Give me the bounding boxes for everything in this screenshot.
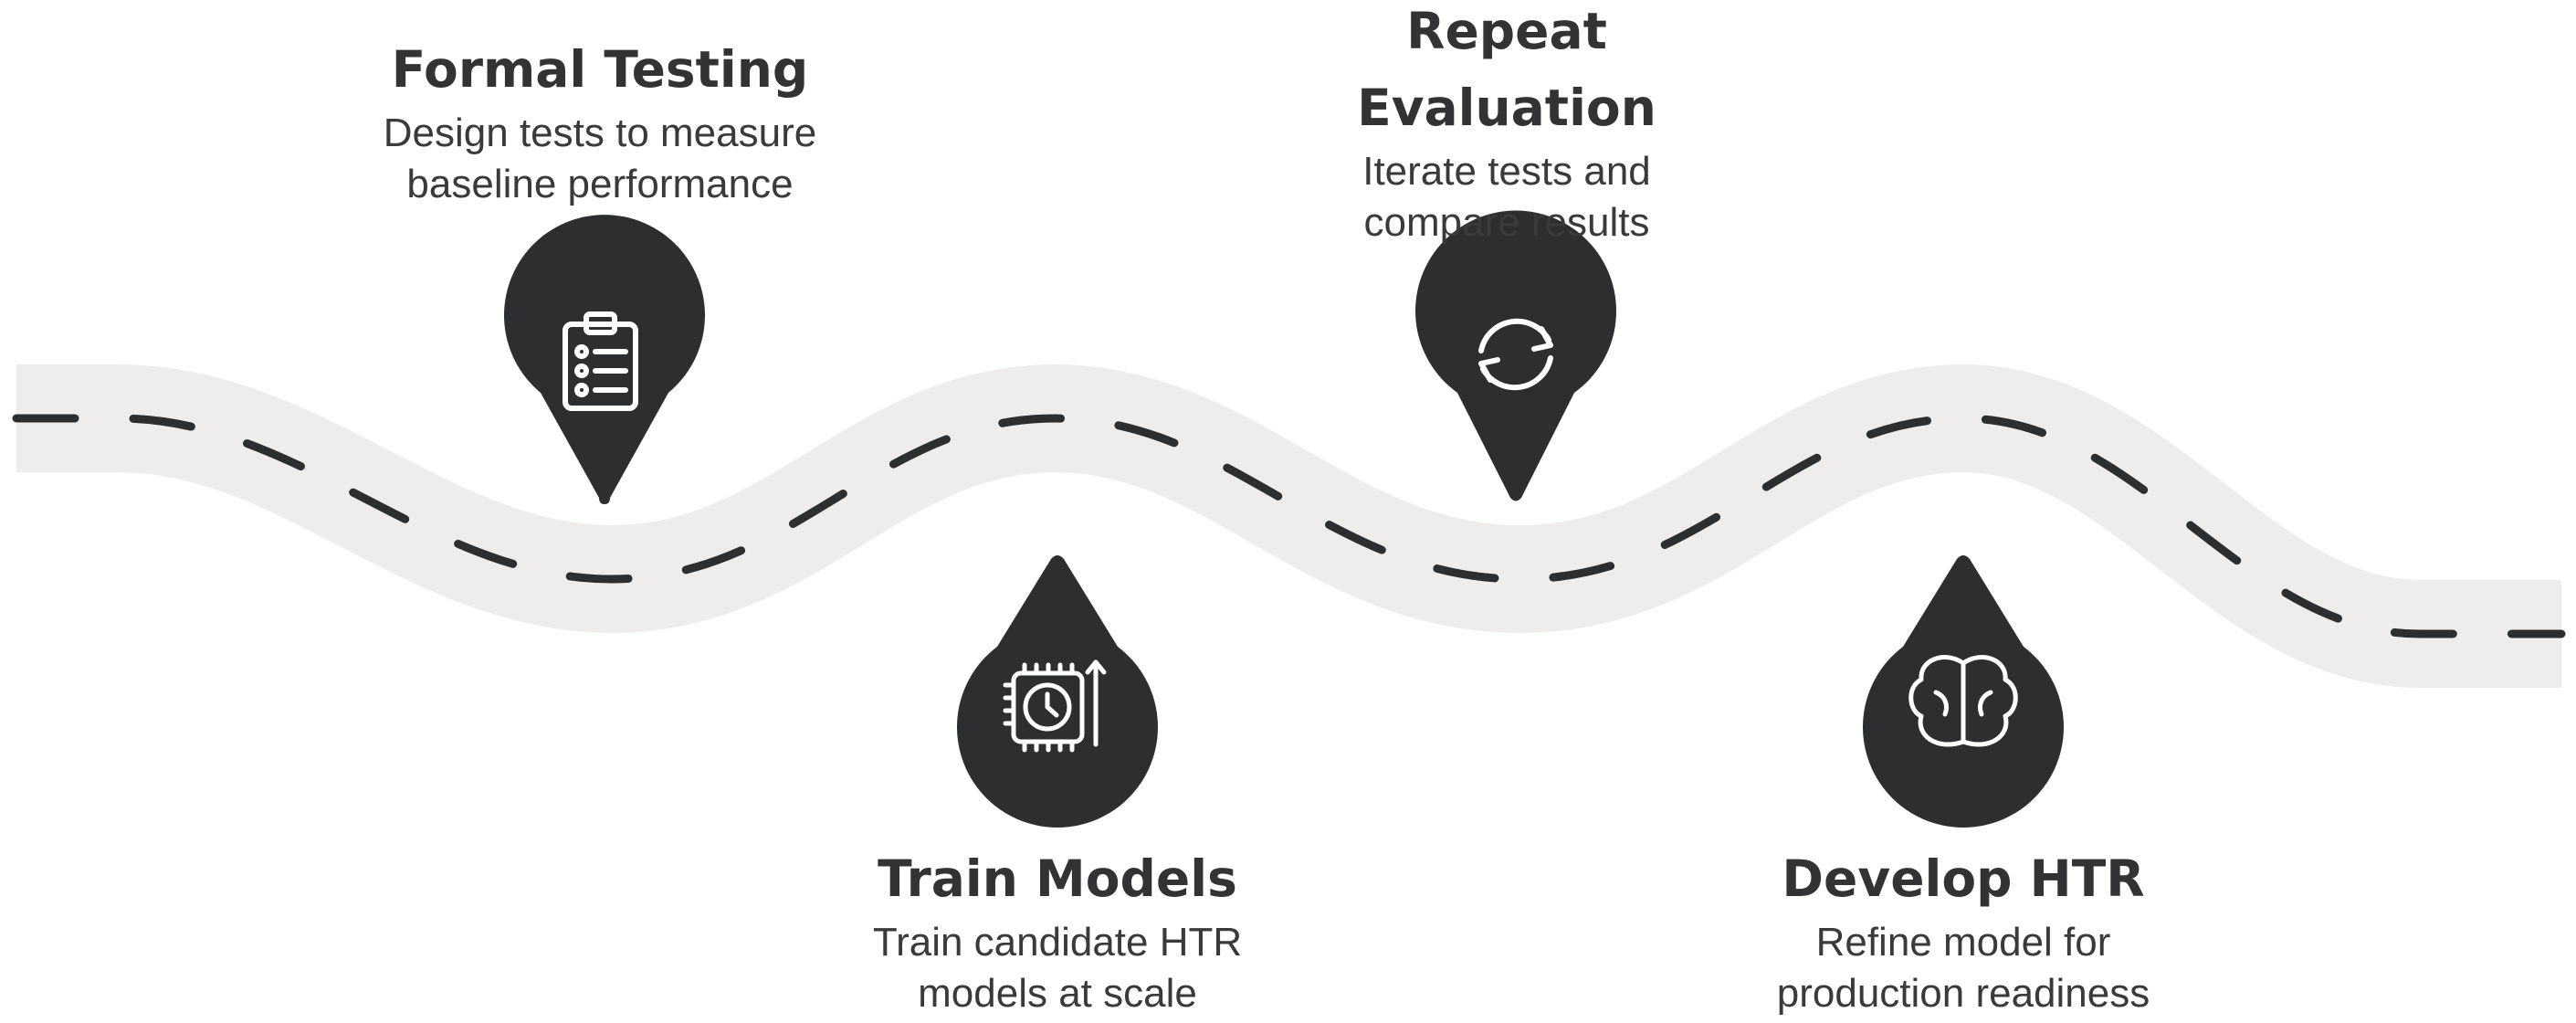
- marker-formal-testing: [504, 215, 705, 504]
- clipboard-checklist-icon: [563, 311, 638, 411]
- marker-repeat-evaluation: [1414, 210, 1616, 501]
- step-description: Refine model for production readiness: [1616, 917, 2310, 1019]
- road: [16, 364, 2561, 688]
- step-formal-testing: Formal Testing Design tests to measure b…: [253, 31, 947, 210]
- step-description-line: Iterate tests and: [1362, 149, 1651, 194]
- step-description: Train candidate HTR models at scale: [710, 917, 1404, 1019]
- step-train-models: Train Models Train candidate HTR models …: [710, 840, 1404, 1019]
- chip-clock-icon: [1003, 659, 1107, 753]
- step-description-line: compare results: [1363, 200, 1650, 245]
- step-title: Train Models: [878, 849, 1237, 908]
- step-description-line: Train candidate HTR: [872, 920, 1243, 965]
- step-description-line: baseline performance: [406, 162, 794, 206]
- step-title-line: Repeat: [1406, 2, 1607, 60]
- step-description: Design tests to measure baseline perform…: [253, 108, 947, 210]
- brain-icon: [1908, 655, 2018, 747]
- step-title: Develop HTR: [1782, 849, 2145, 908]
- step-title: Repeat Evaluation: [1160, 0, 1854, 146]
- step-title-line: Evaluation: [1357, 79, 1656, 137]
- step-description-line: models at scale: [918, 971, 1197, 1016]
- step-repeat-evaluation: Repeat Evaluation Iterate tests and comp…: [1160, 0, 1854, 248]
- marker-pin: [504, 215, 705, 504]
- step-description: Iterate tests and compare results: [1160, 146, 1854, 248]
- step-description-line: Design tests to measure: [383, 111, 817, 155]
- step-description-line: production readiness: [1776, 971, 2150, 1016]
- refresh-arrows-icon: [1478, 318, 1553, 391]
- step-description-line: Refine model for: [1815, 920, 2111, 965]
- step-develop-htr: Develop HTR Refine model for production …: [1616, 840, 2310, 1019]
- marker-pin: [1414, 210, 1616, 501]
- step-title: Formal Testing: [391, 40, 809, 99]
- marker-pin: [957, 555, 1158, 828]
- marker-develop-htr: [1863, 555, 2064, 828]
- marker-train-models: [957, 555, 1158, 828]
